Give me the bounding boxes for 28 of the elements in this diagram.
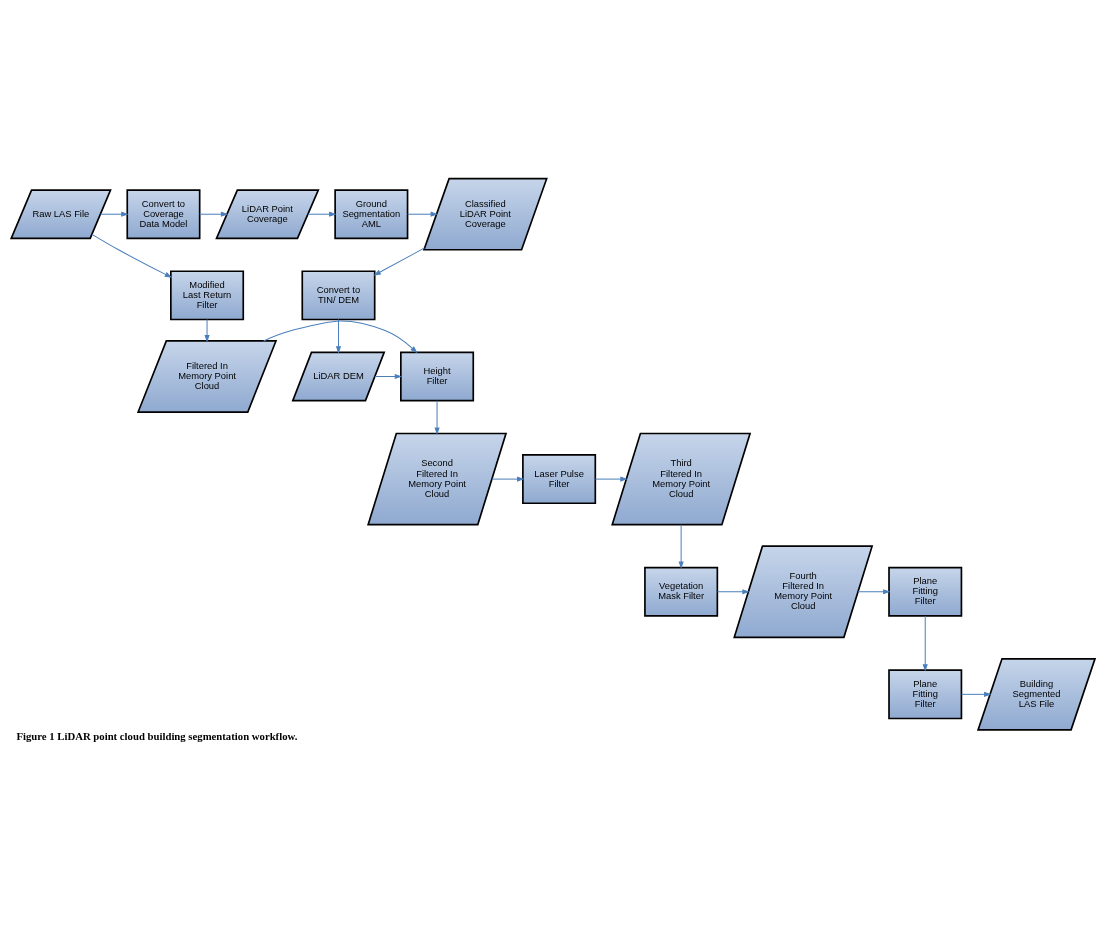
node-box: Modified Last Return Filter — [170, 270, 245, 321]
arrow — [199, 211, 229, 217]
arrow — [91, 233, 173, 278]
node-box: Ground Segmentation AML — [334, 189, 409, 240]
arrow — [594, 476, 628, 482]
arrow — [961, 691, 992, 697]
node-box: Convert to TIN/ DEM — [301, 270, 376, 321]
arrow — [204, 319, 210, 343]
arrow — [374, 373, 403, 380]
caption: Figure 1 LiDAR point cloud building segmentation workflow. — [16, 730, 298, 743]
arrow — [373, 247, 426, 276]
node-box: Plane Fitting Filter — [888, 566, 963, 617]
arrow — [922, 615, 928, 672]
arrow — [857, 589, 891, 595]
node-box: Laser Pulse Filter — [522, 454, 597, 505]
arrow — [716, 589, 750, 595]
arrow — [335, 319, 342, 354]
node-box: Plane Fitting Filter — [888, 669, 963, 720]
node-box: Height Filter — [400, 351, 475, 402]
arrow — [263, 320, 418, 354]
arrow — [491, 476, 525, 482]
arrow — [307, 211, 337, 217]
arrow — [434, 400, 440, 435]
arrow — [678, 524, 684, 569]
node-box: Convert to Coverage Data Model — [126, 189, 201, 240]
arrow — [407, 211, 438, 217]
node-box: Vegetation Mask Filter — [644, 566, 719, 617]
arrow — [100, 211, 129, 217]
